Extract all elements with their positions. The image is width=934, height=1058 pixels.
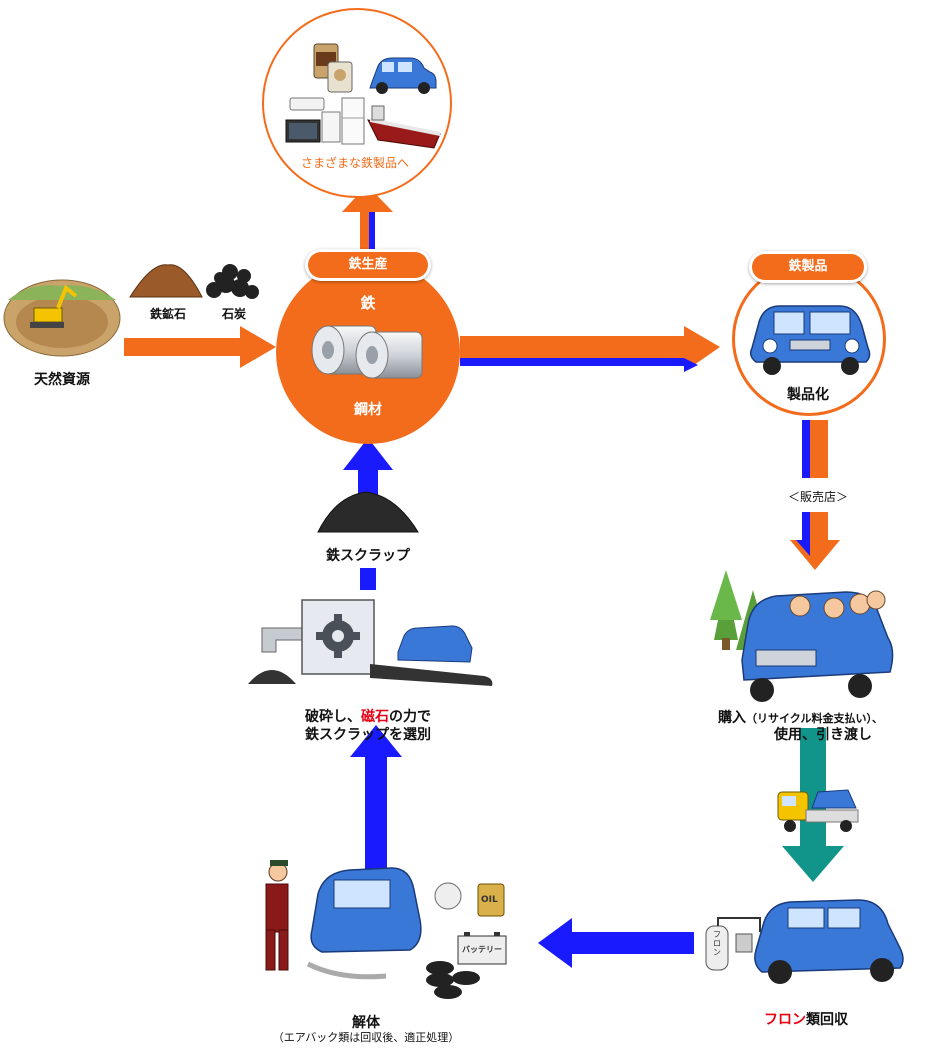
shredder-illustration [248, 599, 493, 686]
car-body-icon [310, 867, 422, 953]
steel-production-title: 鉄 [360, 294, 376, 312]
purchase-main: 購入 [718, 710, 746, 726]
iron-ore-label: 鉄鉱石 [149, 307, 187, 321]
washing-machine-icon [321, 111, 341, 143]
fridge-icon [341, 97, 365, 145]
various-products-illustrations [285, 43, 441, 149]
scrap-heap-icon [248, 670, 296, 684]
excavator-icon [30, 284, 78, 328]
steel-coils-icon [311, 325, 423, 379]
bumper-icon [306, 961, 387, 980]
battery-icon [457, 932, 507, 965]
dismantle-note: （エアバック類は回収後、適正処理） [272, 1031, 460, 1044]
headlight-icon [434, 882, 462, 910]
product-car-icon [749, 305, 871, 375]
car-icon [369, 57, 437, 94]
tv-icon [285, 119, 321, 143]
freon-rest: 類回収 [806, 1012, 848, 1028]
ship-icon [367, 105, 441, 149]
scrap-label: 鉄スクラップ [326, 548, 410, 564]
freon-highlight: フロン [764, 1012, 806, 1028]
steel-products-badge: 鉄製品 [752, 254, 864, 280]
shredder-pre: 破砕し、 [305, 709, 361, 725]
natural-resources-label: 天然資源 [34, 372, 90, 388]
worker-icon [265, 860, 289, 971]
battery-text: バッテリー [462, 945, 502, 954]
dismantle-label: 解体 [352, 1015, 380, 1031]
can-icon [313, 43, 353, 93]
scrap-pile-illustration [317, 491, 419, 533]
shredder-car-icon [397, 625, 473, 663]
purchase-line2: 使用、引き渡し [774, 727, 872, 743]
steel-production-subtitle: 鋼材 [354, 402, 382, 418]
dealer-label: ＜販売店＞ [787, 490, 849, 504]
iron-ore-pile-icon [129, 264, 203, 298]
purchase-sub: （リサイクル料金支払い）、 [746, 712, 883, 725]
various-products-caption: さまざまな鉄製品へ [300, 156, 410, 170]
oil-can-icon [477, 883, 505, 917]
freon-label: フロン類回収 [764, 1009, 848, 1029]
shredder-post: の力で [389, 709, 431, 725]
conveyor-belt-icon [370, 664, 493, 686]
gear-icon [316, 614, 360, 658]
tow-truck-icon [777, 789, 859, 832]
tires-icon [426, 961, 480, 999]
air-conditioner-icon [289, 97, 325, 111]
shredder-line2: 鉄スクラップを選別 [305, 727, 431, 743]
steel-products-caption: 製品化 [787, 387, 829, 403]
coal-pile-icon [206, 264, 259, 299]
mine-illustration [3, 279, 121, 357]
steel-production-badge: 鉄生産 [308, 252, 428, 278]
oil-can-text: OIL [481, 895, 498, 905]
purchase-label: 購入（リサイクル料金支払い）、 [718, 707, 883, 727]
freon-canister-text: フロン [713, 930, 721, 957]
family-car-illustration [710, 570, 894, 702]
coal-label: 石炭 [221, 307, 247, 321]
shredder-highlight: 磁石 [361, 709, 389, 725]
shredder-line1: 破砕し、磁石の力で [305, 706, 431, 726]
ore-coal-illustrations [129, 264, 259, 299]
tree-icon [710, 570, 742, 650]
